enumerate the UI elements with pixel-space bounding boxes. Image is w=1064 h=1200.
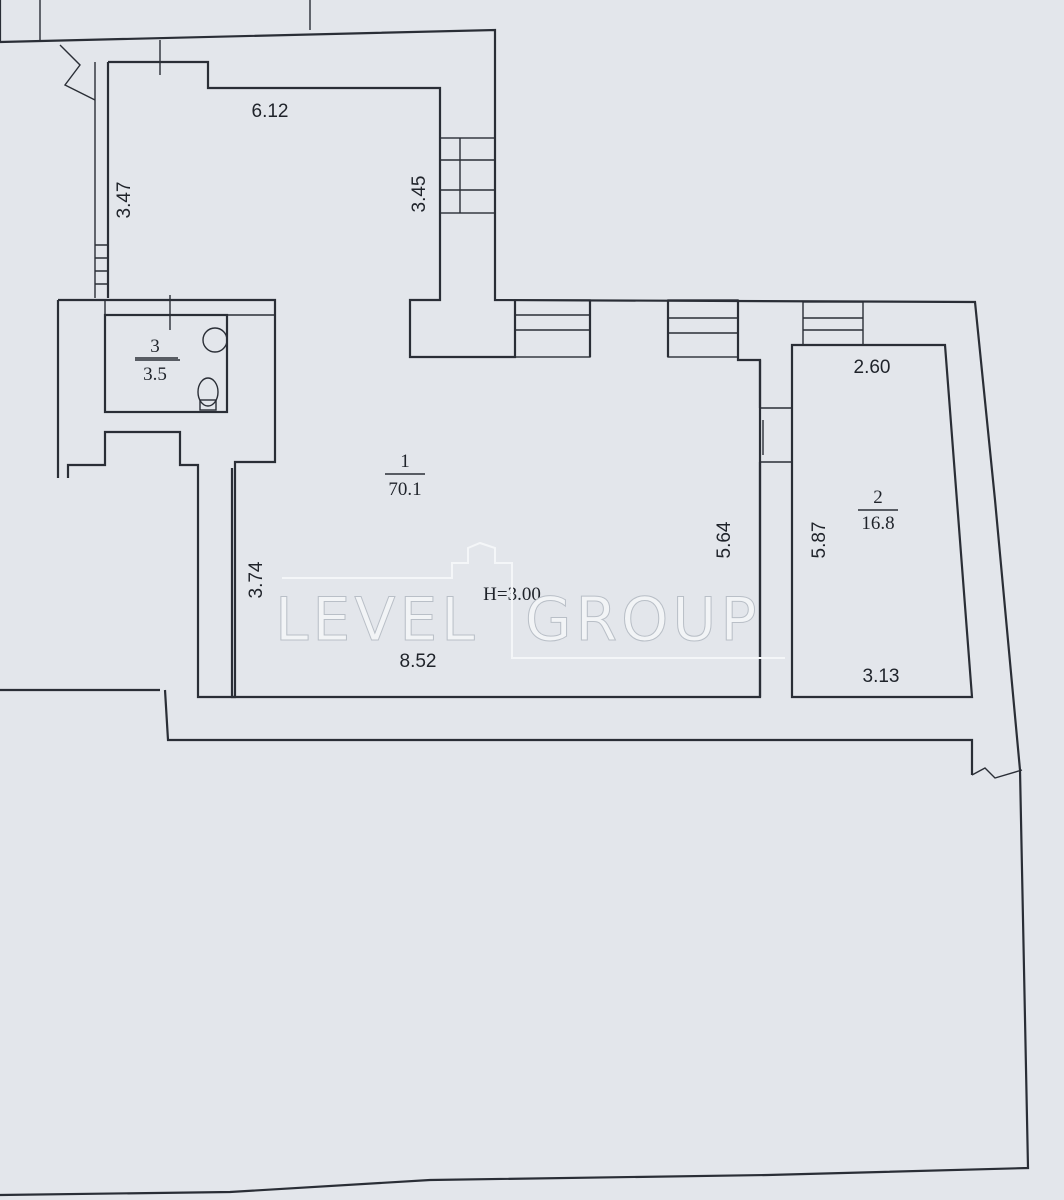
sink-icon [202,327,228,353]
room-2-area: 16.8 [861,513,894,534]
dimension-label: 5.64 [714,521,735,558]
dimension-label: 8.52 [400,651,437,672]
watermark-word-group: GROUP [525,585,761,655]
dimension-label: 3.45 [409,176,430,213]
room-1-main [230,299,792,699]
dimension-label: 2.60 [854,357,891,378]
room-1-area: 70.1 [388,479,421,500]
room-2 [790,301,974,699]
dimension-label: 5.87 [809,522,830,559]
room-label-1: 1 70.1 [385,451,425,500]
room-3-number: 3 [150,336,160,357]
room-3-area: 3.5 [143,364,167,385]
room-2-number: 2 [873,487,883,508]
dimension-label: 3.74 [246,561,267,598]
toilet-icon [197,377,219,407]
room-label-2: 2 16.8 [858,487,898,534]
dimension-label: 3.47 [114,182,135,219]
watermark-word-level: LEVEL [275,585,479,655]
dimension-label: 3.13 [863,666,900,687]
room-1-number: 1 [400,451,410,472]
room-label-3: 3 3.5 [135,336,178,385]
dimension-label: 6.12 [252,101,289,122]
watermark: LEVEL GROUP [275,541,785,659]
room-top [59,40,517,359]
room-3-bathroom [56,295,277,699]
